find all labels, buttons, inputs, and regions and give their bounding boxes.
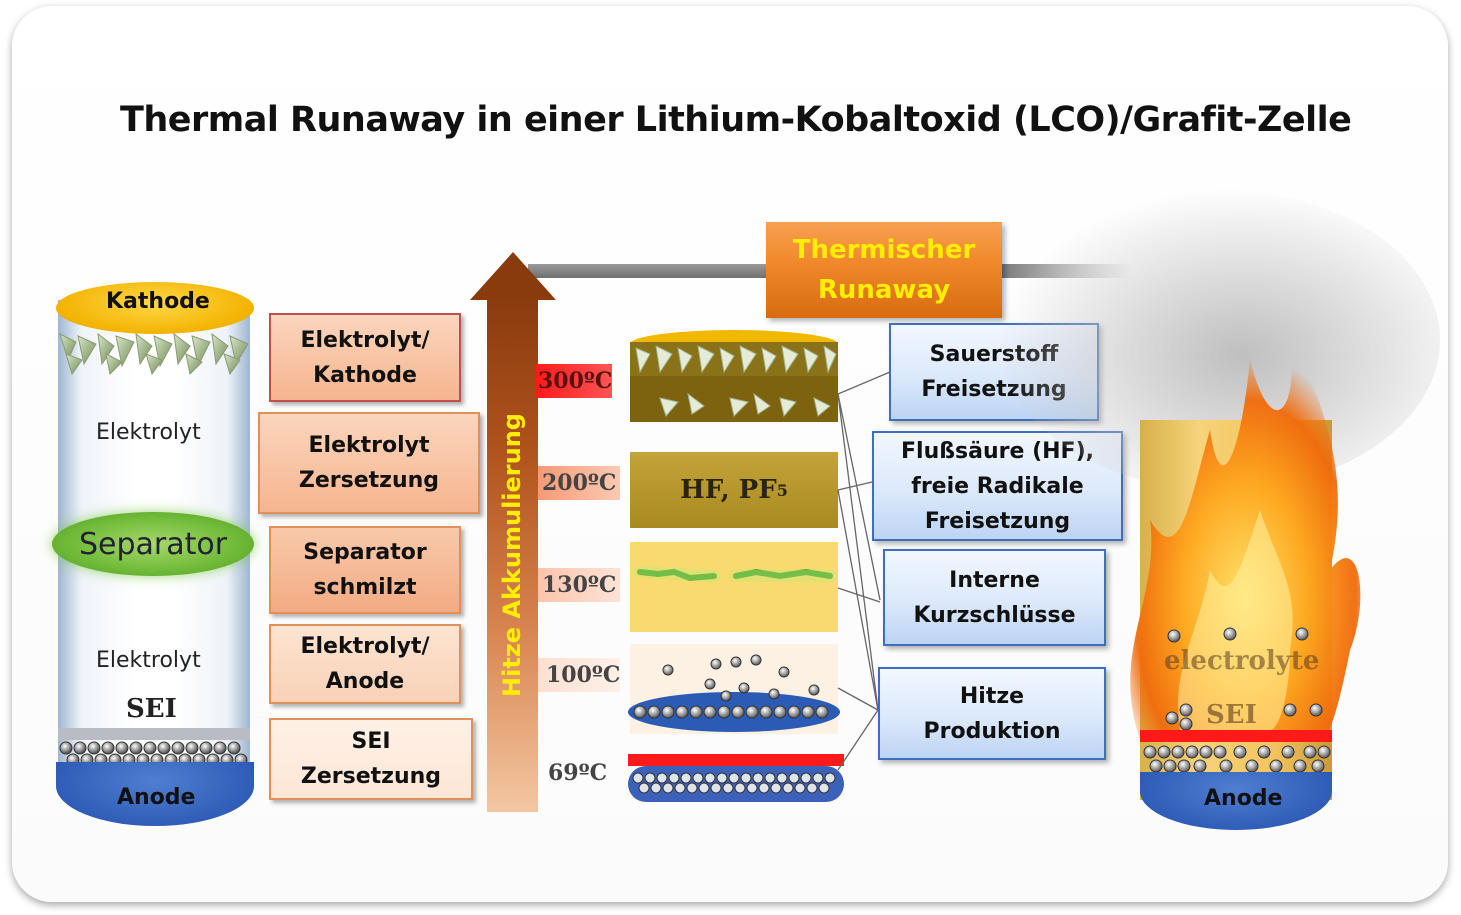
heat-accumulation-label: Hitze Akkumulierung <box>498 413 526 697</box>
reaction-box-electrolyte-cathode: Elektrolyt/ Kathode <box>269 313 461 402</box>
electrolyte-top-label: Elektrolyt <box>96 420 201 445</box>
temp-200-label: 200ºC <box>542 470 617 496</box>
reaction-box-line1: Separator <box>303 540 427 565</box>
reaction-box-sei-decomposition: SEI Zersetzung <box>269 718 473 800</box>
fire-anode-label: Anode <box>1204 786 1283 811</box>
temp-200-highlight <box>538 466 620 500</box>
heat-arrow-head <box>470 252 556 300</box>
layer-cathode-oxygen <box>630 330 838 422</box>
reaction-box-line1: Elektrolyt/ <box>300 634 430 659</box>
hf-pf5-text: HF, PF <box>680 475 777 505</box>
temp-300-label: 300ºC <box>538 368 613 394</box>
reaction-box-line2: Anode <box>325 669 405 694</box>
heat-arrow-body <box>487 298 538 812</box>
anode-cap <box>56 762 254 826</box>
effect-box-heat-production: Hitze Produktion <box>878 667 1106 760</box>
reaction-box-electrolyte-anode: Elektrolyt/ Anode <box>269 624 461 704</box>
effect-line: Produktion <box>923 718 1061 744</box>
reaction-box-separator-melts: Separator schmilzt <box>269 526 461 614</box>
temp-69-label: 69ºC <box>548 760 608 786</box>
reaction-box-electrolyte-decomposition: Elektrolyt Zersetzung <box>258 412 480 514</box>
runaway-line2: Runaway <box>817 275 951 305</box>
effect-connector-lines <box>837 371 891 770</box>
reaction-box-line1: Elektrolyt/ <box>300 327 430 353</box>
separator-label: Separator <box>78 526 228 562</box>
layer-separator-melt <box>630 542 838 632</box>
hf-pf5-subscript: 5 <box>776 480 788 500</box>
reaction-box-line1: Elektrolyt <box>308 433 430 458</box>
effect-line: Freisetzung <box>924 508 1071 534</box>
cathode-crystals <box>59 332 249 376</box>
cathode-cap <box>56 282 254 334</box>
effect-line: Interne <box>949 567 1040 593</box>
temp-100-highlight <box>538 658 620 692</box>
page-title: Thermal Runaway in einer Lithium-Kobalto… <box>120 100 1352 140</box>
temp-100-label: 100ºC <box>546 662 621 688</box>
layer-sei <box>628 754 844 802</box>
temp-130-highlight <box>538 568 620 602</box>
reaction-box-line2: Zersetzung <box>300 764 442 789</box>
layer-hf-pf5 <box>630 452 838 528</box>
electrolyte-bottom-label: Elektrolyt <box>96 648 201 673</box>
reaction-box-line1: SEI <box>351 729 391 754</box>
effect-line: freie Radikale <box>911 473 1084 499</box>
sei-label: SEI <box>126 694 177 724</box>
fire-electrolyte-label: electrolyte <box>1164 646 1320 676</box>
temp-300-highlight <box>536 364 612 398</box>
runaway-connector-bar <box>528 264 773 278</box>
runaway-line1: Thermischer <box>792 235 976 265</box>
anode-label: Anode <box>117 785 196 810</box>
reaction-box-line2: schmilzt <box>313 575 417 600</box>
reaction-box-line2: Kathode <box>313 362 417 388</box>
reaction-box-line2: Zersetzung <box>298 468 440 493</box>
temp-130-label: 130ºC <box>542 572 617 598</box>
fire-particles <box>1140 627 1332 773</box>
effect-line: Hitze <box>959 683 1025 709</box>
separator-ellipse <box>52 512 254 576</box>
cathode-label: Kathode <box>106 289 210 314</box>
layer-anode-electrolyte <box>628 644 840 734</box>
effect-line: Kurzschlüsse <box>913 602 1076 628</box>
thermal-runaway-box: Thermischer Runaway <box>766 222 1002 318</box>
effect-box-internal-short: Interne Kurzschlüsse <box>883 549 1106 646</box>
fire-sei-label: SEI <box>1206 700 1257 730</box>
